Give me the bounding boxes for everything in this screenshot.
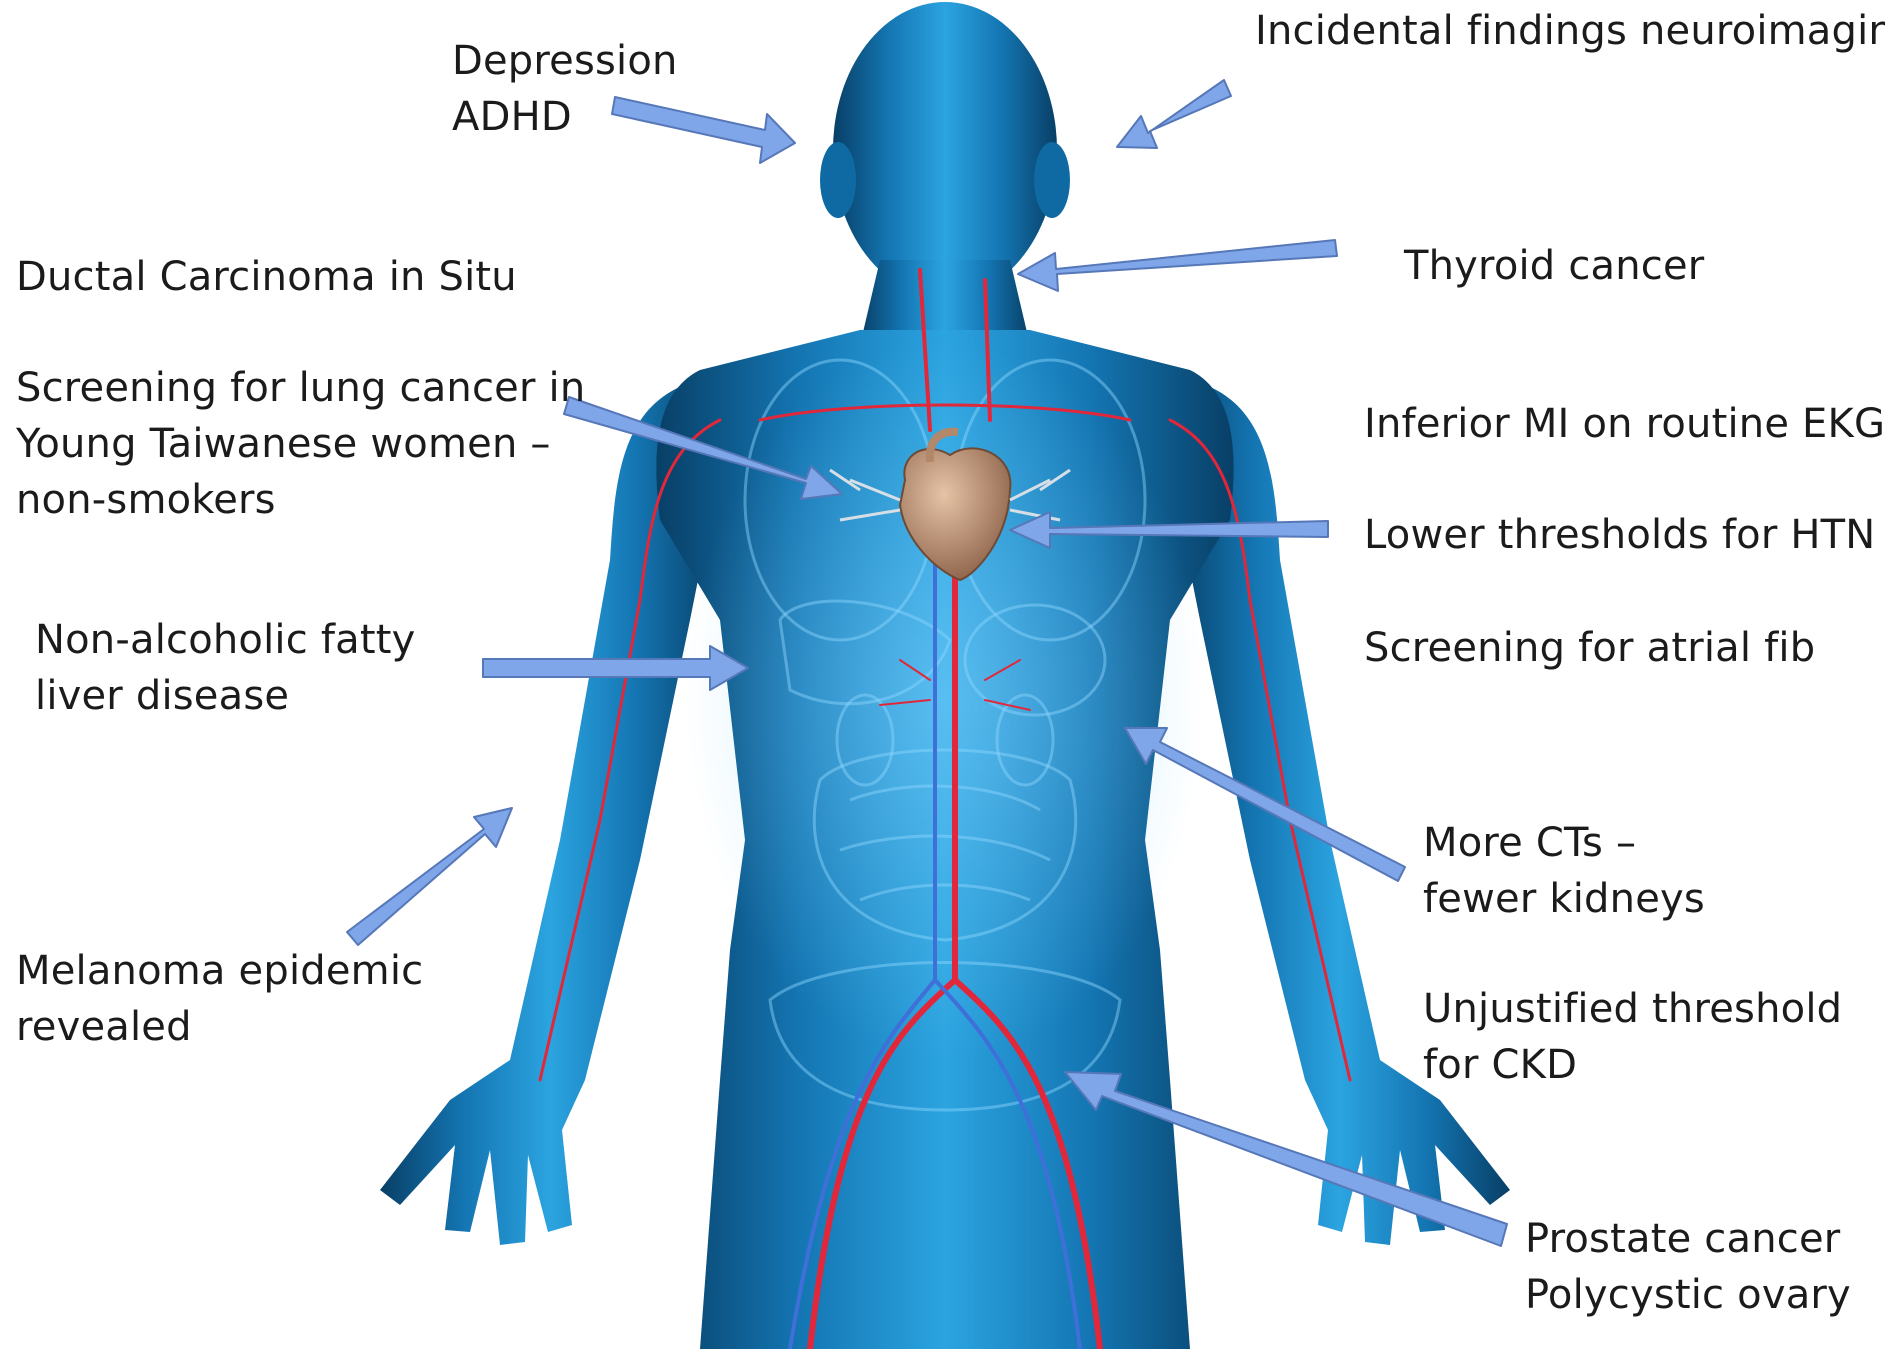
label-melanoma-line-2: revealed — [16, 999, 423, 1055]
label-htn: Lower thresholds for HTN — [1364, 507, 1875, 563]
label-ct-line-1: More CTs – — [1423, 815, 1705, 871]
label-htn-line-1: Lower thresholds for HTN — [1364, 507, 1875, 563]
head — [833, 2, 1057, 298]
label-afib-line-1: Screening for atrial fib — [1364, 620, 1815, 676]
label-nafld-line-2: liver disease — [35, 668, 415, 724]
label-inferior-mi: Inferior MI on routine EKG — [1364, 396, 1885, 452]
label-lung-screening: Screening for lung cancer in Young Taiwa… — [16, 360, 585, 528]
label-incidental-line-1: Incidental findings neuroimaging — [1255, 3, 1885, 59]
label-lung-line-2: Young Taiwanese women – — [16, 416, 585, 472]
label-depression-line-1: Depression — [452, 33, 678, 89]
label-inferior-mi-line-1: Inferior MI on routine EKG — [1364, 396, 1885, 452]
arrow-thyroid — [1018, 240, 1337, 291]
left-ear — [820, 142, 856, 218]
label-melanoma: Melanoma epidemic revealed — [16, 943, 423, 1055]
label-ckd: Unjustified threshold for CKD — [1423, 981, 1842, 1093]
arrow-incidental — [1117, 80, 1231, 148]
label-lung-line-1: Screening for lung cancer in — [16, 360, 585, 416]
label-ct-line-2: fewer kidneys — [1423, 871, 1705, 927]
label-depression-line-2: ADHD — [452, 89, 678, 145]
label-depression: Depression ADHD — [452, 33, 678, 145]
label-prostate: Prostate cancer Polycystic ovary — [1525, 1211, 1851, 1323]
label-dcis-line-1: Ductal Carcinoma in Situ — [16, 249, 517, 305]
label-ckd-line-2: for CKD — [1423, 1037, 1842, 1093]
label-ckd-line-1: Unjustified threshold — [1423, 981, 1842, 1037]
label-nafld-line-1: Non-alcoholic fatty — [35, 612, 415, 668]
label-melanoma-line-1: Melanoma epidemic — [16, 943, 423, 999]
label-nafld: Non-alcoholic fatty liver disease — [35, 612, 415, 724]
label-ct-kidneys: More CTs – fewer kidneys — [1423, 815, 1705, 927]
label-dcis: Ductal Carcinoma in Situ — [16, 249, 517, 305]
label-thyroid-line-1: Thyroid cancer — [1404, 238, 1704, 294]
organ-glow — [685, 340, 1205, 1060]
label-prostate-line-2: Polycystic ovary — [1525, 1267, 1851, 1323]
right-ear — [1034, 142, 1070, 218]
label-incidental-findings: Incidental findings neuroimaging — [1255, 3, 1885, 59]
arrow-melanoma — [347, 808, 512, 945]
label-lung-line-3: non-smokers — [16, 472, 585, 528]
label-afib: Screening for atrial fib — [1364, 620, 1815, 676]
label-thyroid: Thyroid cancer — [1404, 238, 1704, 294]
label-prostate-line-1: Prostate cancer — [1525, 1211, 1851, 1267]
